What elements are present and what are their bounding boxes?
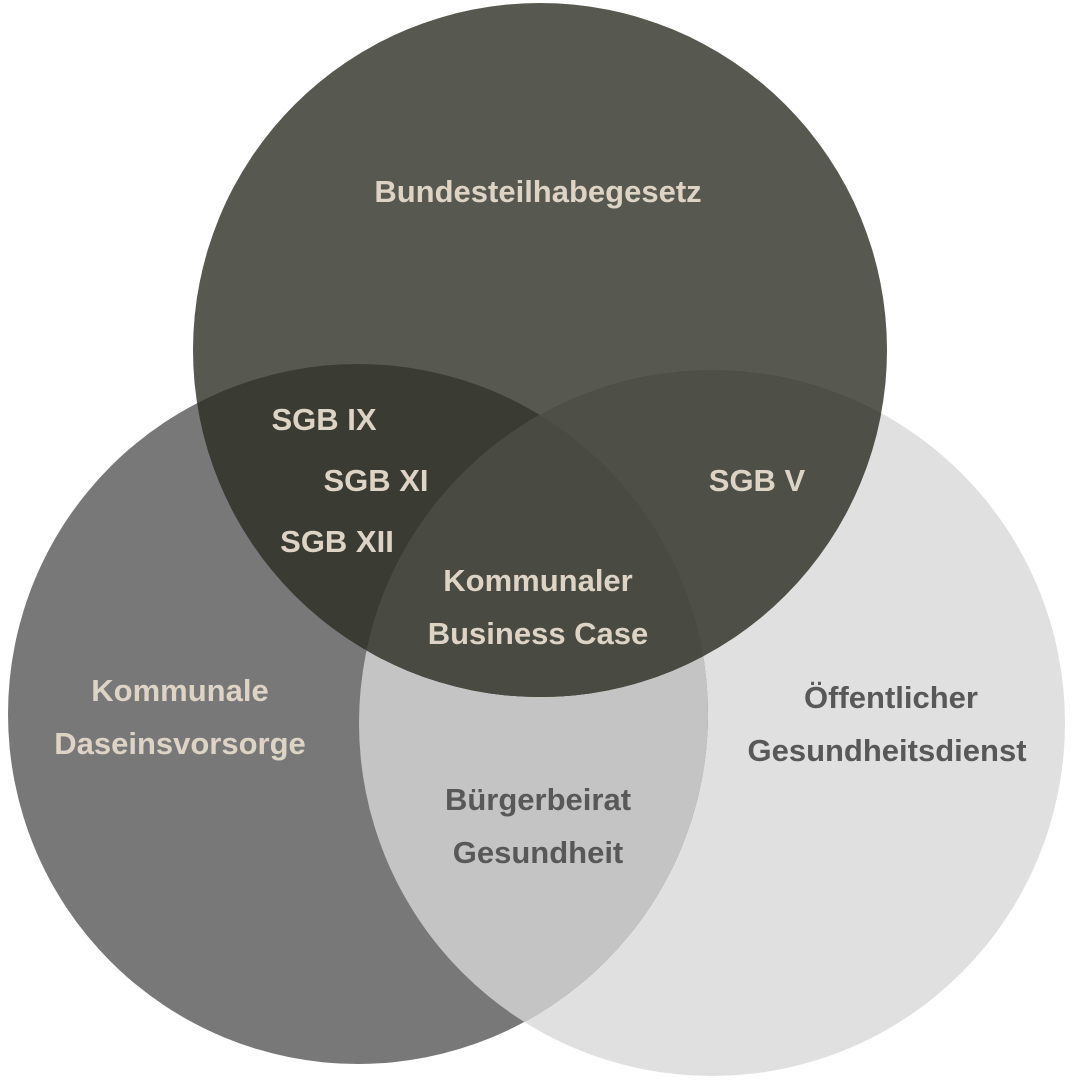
sgb-v-label: SGB V xyxy=(709,463,806,498)
right-circle-label-line2: Gesundheitsdienst xyxy=(747,733,1026,768)
sgb-xi-label: SGB XI xyxy=(323,463,428,498)
center-label-line2: Business Case xyxy=(428,616,649,651)
sgb-xii-label: SGB XII xyxy=(280,524,394,559)
top-circle-label: Bundesteilhabegesetz xyxy=(374,174,701,209)
left-circle-label-line2: Daseinsvorsorge xyxy=(54,726,306,761)
left-circle-label-line1: Kommunale xyxy=(91,673,268,708)
left-right-label-line1: Bürgerbeirat xyxy=(445,782,631,817)
sgb-ix-label: SGB IX xyxy=(271,402,376,437)
center-overlap xyxy=(359,370,708,697)
left-right-label-line2: Gesundheit xyxy=(453,835,624,870)
center-label-line1: Kommunaler xyxy=(443,563,632,598)
right-circle-label-line1: Öffentlicher xyxy=(804,680,978,715)
